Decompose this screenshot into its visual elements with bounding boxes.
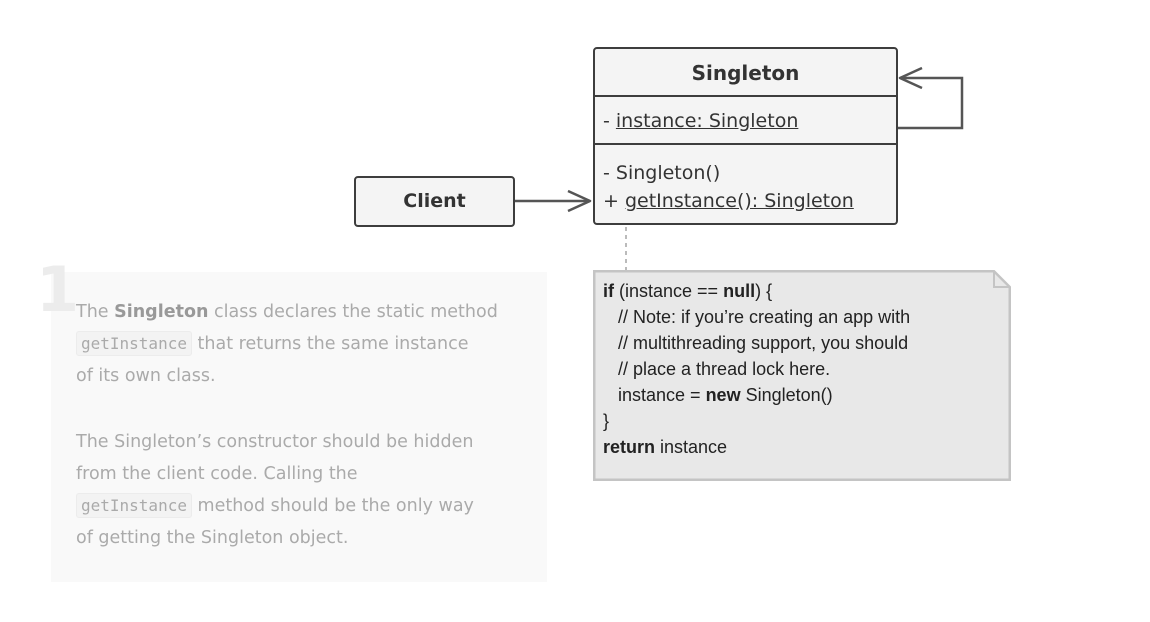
code-line-4: // place a thread lock here.	[603, 359, 831, 379]
attr-visibility: -	[603, 110, 616, 132]
method2-visibility: +	[603, 190, 625, 212]
singleton-attribute: - instance: Singleton	[595, 97, 896, 145]
kw-null: null	[723, 281, 756, 301]
p2-text-a: The Singleton’s constructor should be hi…	[76, 432, 474, 452]
get-instance-code-chip: getInstance	[76, 331, 192, 356]
self-association-arrowhead	[898, 66, 923, 90]
code-line-3: // multithreading support, you should	[603, 333, 909, 353]
p1-text-b: class declares the static method	[208, 302, 498, 322]
kw-return: return	[603, 437, 656, 457]
p2-text-d: of getting the Singleton object.	[76, 528, 349, 548]
code-5b: Singleton()	[740, 385, 833, 405]
p1-text-d: of its own class.	[76, 366, 216, 386]
description-paragraph-2: The Singleton’s constructor should be hi…	[76, 426, 536, 554]
singleton-class-box: Singleton - instance: Singleton - Single…	[593, 47, 898, 225]
description-panel	[51, 272, 547, 582]
code-line-2: // Note: if you’re creating an app with	[603, 307, 911, 327]
step-number: 1	[36, 253, 80, 326]
self-association-line	[896, 76, 964, 130]
code-note: if (instance == null) { // Note: if you’…	[593, 270, 1011, 481]
singleton-methods: - Singleton() + getInstance(): Singleton	[595, 145, 896, 223]
method-get-instance: getInstance(): Singleton	[624, 190, 854, 212]
code-line-5: instance = new Singleton()	[603, 382, 1001, 408]
p2-text-c: method should be the only way	[191, 496, 474, 516]
description-paragraph-1: The Singleton class declares the static …	[76, 296, 536, 392]
note-shape	[593, 270, 1011, 481]
code-7b: instance	[655, 437, 728, 457]
client-title: Client	[403, 190, 466, 212]
method-get-instance-row: + getInstance(): Singleton	[603, 187, 896, 215]
note-code: if (instance == null) { // Note: if you’…	[603, 278, 1001, 460]
method-constructor: - Singleton()	[603, 162, 721, 184]
client-association-arrowhead	[567, 189, 592, 213]
p2-text-b: from the client code. Calling the	[76, 464, 358, 484]
code-1b: ) {	[755, 281, 773, 301]
p1-text-a: The	[76, 302, 115, 322]
kw-new: new	[705, 385, 741, 405]
get-instance-code-chip-2: getInstance	[76, 493, 192, 518]
kw-if: if	[603, 281, 614, 301]
attr-instance: instance: Singleton	[615, 110, 799, 132]
p1-bold: Singleton	[114, 302, 209, 322]
code-line-7: return instance	[603, 434, 1001, 460]
singleton-class-title: Singleton	[595, 49, 896, 97]
code-line-1: if (instance == null) {	[603, 278, 1001, 304]
code-line-6: }	[603, 411, 610, 431]
p1-text-c: that returns the same instance	[191, 334, 469, 354]
code-5a: instance =	[603, 385, 706, 405]
code-1a: (instance ==	[614, 281, 724, 301]
client-class-box: Client	[354, 176, 515, 227]
